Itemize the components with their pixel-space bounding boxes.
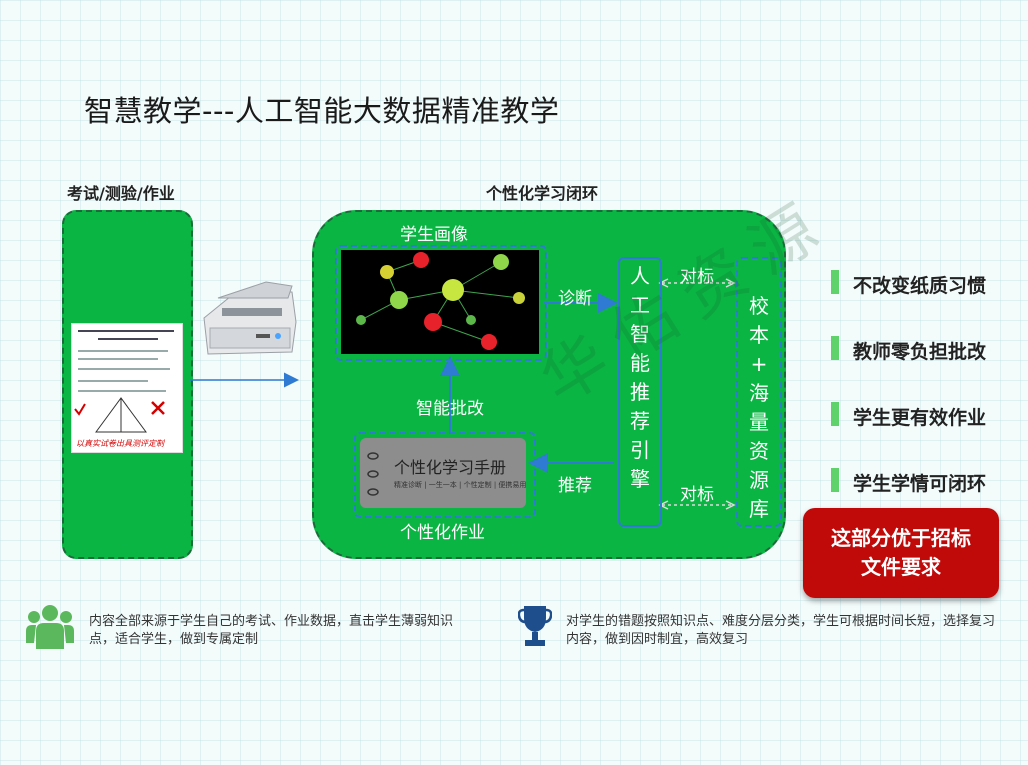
note-line: 内容，做到因时制宜，高效复习: [566, 632, 749, 647]
personal-homework-label: 个性化作业: [400, 523, 485, 543]
benefit-bullet: [831, 402, 839, 426]
ai-engine-char: 引: [630, 438, 650, 462]
benefit-item: 学生学情可闭环: [853, 473, 987, 495]
note-right: 对学生的错题按照知识点、难度分层分类，学生可根据时间长短，选择复习 内容，做到因…: [566, 613, 1016, 649]
library-char: +: [750, 352, 768, 376]
ai-engine-char: 擎: [630, 467, 650, 491]
highlight-line: 这部分优于招标: [831, 526, 971, 550]
note-left: 内容全部来源于学生自己的考试、作业数据，直击学生薄弱知识 点，适合学生，做到专属…: [89, 613, 489, 649]
binder-rings-icon: [367, 452, 379, 496]
note-line: 点，适合学生，做到专属定制: [89, 632, 259, 647]
library-char: 源: [749, 468, 769, 492]
users-icon: [26, 605, 74, 649]
ai-engine-char: 智: [630, 322, 650, 346]
highlight-box: [803, 508, 999, 598]
ai-engine-char: 荐: [630, 409, 650, 433]
paper-footer-note: 以真实试卷出具测评定制: [76, 439, 164, 448]
library-char: 本: [749, 323, 769, 347]
resource-library-label: 校 本 + 海 量 资 源 库: [736, 292, 782, 524]
knowledge-graph-image: [341, 250, 539, 354]
library-char: 量: [749, 410, 769, 434]
library-char: 校: [749, 294, 769, 318]
scanner-icon: [203, 281, 297, 355]
library-char: 库: [749, 497, 769, 521]
trophy-icon: [518, 606, 552, 646]
ai-engine-char: 人: [630, 264, 650, 288]
workbook-title: 个性化学习手册: [394, 458, 507, 477]
benchmark-label-bottom: 对标: [680, 485, 714, 505]
benefit-item: 不改变纸质习惯: [853, 275, 987, 297]
smart-grading-label: 智能批改: [416, 399, 484, 419]
ai-engine-box: [618, 257, 662, 527]
main-section-label: 个性化学习闭环: [486, 184, 599, 203]
ai-engine-char: 推: [630, 380, 650, 404]
ai-engine-char: 工: [630, 293, 650, 317]
workbook-image: 个性化学习手册 精准诊断 | 一生一本 | 个性定制 | 便携易用: [360, 438, 526, 508]
recommend-label: 推荐: [558, 476, 592, 496]
note-line: 内容全部来源于学生自己的考试、作业数据，直击学生薄弱知识: [89, 614, 454, 629]
student-portrait-label: 学生画像: [400, 225, 468, 245]
note-line: 对学生的错题按照知识点、难度分层分类，学生可根据时间长短，选择复习: [566, 614, 996, 629]
benchmark-label-top: 对标: [680, 267, 714, 287]
ai-engine-label: 人 工 智 能 推 荐 引 擎: [618, 262, 662, 494]
library-char: 资: [749, 439, 769, 463]
diagnose-label: 诊断: [558, 289, 592, 309]
homework-frame: [354, 432, 536, 518]
triangle-figure-icon: [95, 397, 147, 433]
benefit-bullet: [831, 336, 839, 360]
library-char: 海: [749, 381, 769, 405]
left-section-label: 考试/测验/作业: [67, 184, 175, 203]
highlight-line: 文件要求: [861, 555, 941, 579]
red-cross-icon: [151, 401, 165, 415]
highlight-text: 这部分优于招标 文件要求: [803, 524, 999, 582]
red-check-icon: [74, 403, 86, 416]
benefit-bullet: [831, 270, 839, 294]
workbook-subtitle: 精准诊断 | 一生一本 | 个性定制 | 便携易用: [394, 481, 527, 489]
exam-paper-image: 以真实试卷出具测评定制: [71, 323, 183, 453]
ai-engine-char: 能: [630, 351, 650, 375]
benefit-bullet: [831, 468, 839, 492]
benefit-item: 教师零负担批改: [853, 341, 987, 363]
page-title: 智慧教学---人工智能大数据精准教学: [84, 94, 560, 128]
student-portrait-frame: [335, 245, 547, 361]
resource-library-box: [736, 257, 782, 527]
benefit-item: 学生更有效作业: [853, 407, 987, 429]
